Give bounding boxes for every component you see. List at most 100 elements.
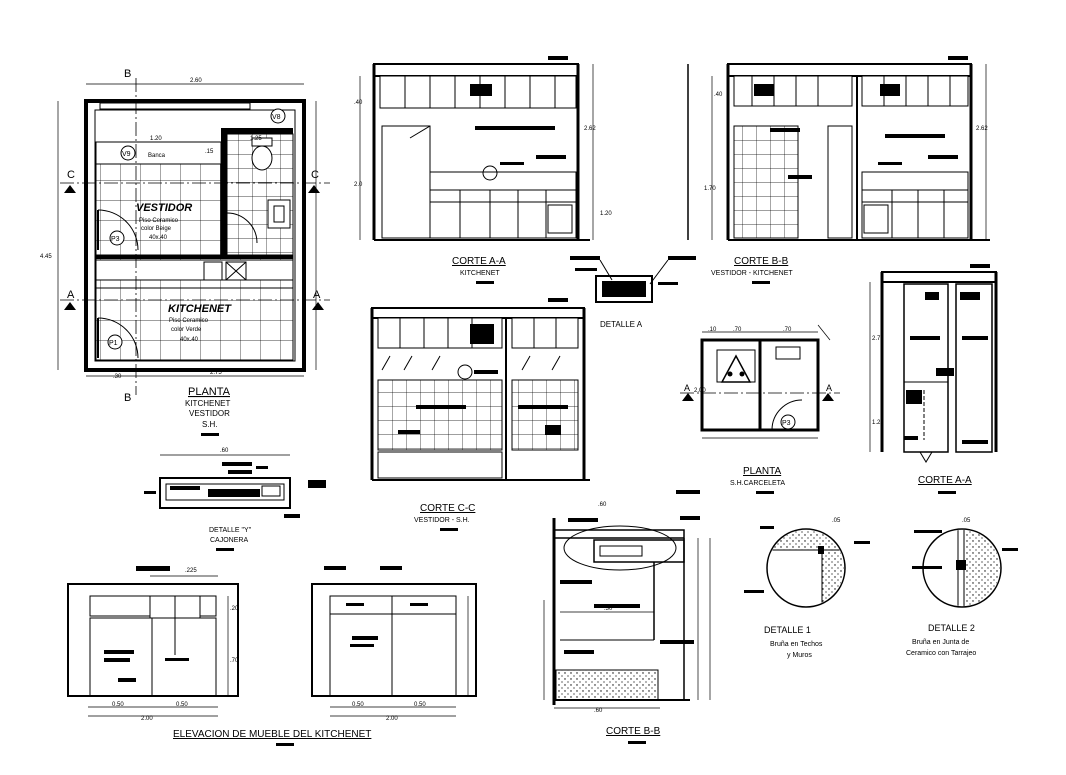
elevacion-dim-3: 2.00	[386, 716, 398, 722]
corte-bb-bottom-dim-3: .60	[594, 708, 603, 714]
elevacion-dim-4: 0.50	[112, 702, 124, 708]
detalle-2-line-1: Bruña en Junta de	[912, 639, 969, 646]
detalle-y-scale-bar	[216, 548, 234, 551]
label-banca: Banca	[148, 153, 166, 159]
planta-section-c-right: C	[311, 169, 319, 181]
detalle-y-drawing	[144, 454, 326, 518]
corte-cc-subtitle: VESTIDOR - S.H.	[414, 517, 470, 524]
elevacion-dim-8: .20	[230, 606, 239, 612]
planta-sh-title: PLANTA	[743, 466, 781, 477]
room-label-vestidor: VESTIDOR	[136, 202, 192, 214]
detalle-2-dim: .05	[962, 518, 971, 524]
elevacion-dim-7: 0.50	[414, 702, 426, 708]
planta-dim-1: .30	[113, 374, 122, 380]
kitchenet-floor-tiles	[95, 287, 294, 361]
planta-sh-dim-4: .70	[783, 327, 792, 333]
kitchenet-note-3: 40x.40	[180, 337, 199, 343]
corte-bb-bottom-dim-2: .30	[604, 606, 613, 612]
tag-p1	[107, 334, 123, 350]
tag-v8	[270, 108, 286, 124]
elevacion-dim-9: .70	[230, 658, 239, 664]
elevacion-scale-bar	[276, 743, 294, 746]
detalle-y-dim: .60	[220, 448, 229, 454]
detalle-y-title: DETALLE "Y"	[209, 527, 252, 534]
corte-aa-right-dim-1: 2.70	[872, 336, 884, 342]
planta-sh-tag-text: P3	[782, 420, 791, 427]
corte-aa-right-dim-2: 1.20	[872, 420, 884, 426]
corte-aa-dim-3: 2.62	[584, 126, 596, 132]
corte-bb-top-dim-2: 2.62	[976, 126, 988, 132]
planta-section-c-left: C	[67, 169, 75, 181]
corte-aa-right-drawing	[869, 264, 998, 463]
detalle-y-subtitle: CAJONERA	[210, 537, 248, 544]
planta-sh-section-left: A	[684, 383, 690, 393]
elevacion-dim-1: .225	[185, 568, 197, 574]
corte-bb-top-scale-bar	[752, 281, 770, 284]
corte-cc-drawing	[370, 298, 590, 481]
tag-v8-text: V8	[272, 114, 281, 121]
corte-bb-bottom-title: CORTE B-B	[606, 726, 661, 737]
detalle-1-dim: .05	[832, 518, 841, 524]
vestidor-note-3: 40x.40	[149, 235, 168, 241]
detalle-1-line-1: Bruña en Techos	[770, 641, 823, 648]
room-label-kitchenet: KITCHENET	[168, 303, 232, 315]
tag-p3-text: P3	[111, 236, 120, 243]
detalle-2-drawing	[912, 528, 1018, 608]
corte-bb-bottom-dim-1: .60	[598, 502, 607, 508]
corte-aa-subtitle: KITCHENET	[460, 270, 500, 277]
planta-subtitle-2: VESTIDOR	[189, 409, 230, 418]
corte-aa-scale-bar	[476, 281, 494, 284]
tag-p3	[109, 230, 125, 246]
planta-dim-4: .15	[205, 149, 214, 155]
planta-sh-scale-bar	[756, 491, 774, 494]
kitchenet-note-2: color Verde	[171, 327, 202, 333]
corte-bb-bottom-drawing	[543, 490, 711, 709]
vestidor-note-2: color Beige	[141, 226, 172, 232]
corte-aa-drawing	[359, 56, 594, 241]
elevacion-drawing	[67, 566, 477, 717]
planta-sh-tag	[780, 414, 796, 430]
detalle-a-drawing	[570, 256, 696, 303]
planta-sh-drawing	[680, 324, 840, 439]
planta-dim-3: 1.25	[250, 136, 262, 142]
elevacion-title: ELEVACION DE MUEBLE DEL KITCHENET	[173, 729, 371, 740]
planta-sh-dim-2: .70	[733, 327, 742, 333]
planta-dim-bottom: 2.75	[210, 370, 222, 376]
corte-bb-top-dim-1: .40	[714, 92, 723, 98]
corte-bb-top-subtitle: VESTIDOR - KITCHENET	[711, 270, 793, 277]
corte-bb-top-dim-3: 1.70	[704, 186, 716, 192]
corte-aa-dim-2: 2.0	[354, 182, 363, 188]
corte-cc-title: CORTE C-C	[420, 503, 475, 514]
elevacion-dim-5: 0.50	[176, 702, 188, 708]
planta-section-a-left: A	[67, 289, 75, 301]
planta-dim-left: 4.45	[40, 254, 52, 260]
planta-section-b-top: B	[124, 68, 131, 80]
detalle-a-title: DETALLE A	[600, 320, 643, 329]
corte-aa-right-title: CORTE A-A	[918, 475, 972, 486]
corte-aa-right-scale-bar	[938, 491, 956, 494]
tag-p1-text: P1	[109, 340, 118, 347]
planta-dim-top: 2.60	[190, 78, 202, 84]
planta-sh-section-right: A	[826, 383, 832, 393]
planta-sh-dim-3: 2.00	[694, 388, 706, 394]
tag-v9-text: V9	[122, 151, 131, 158]
planta-sh-subtitle: S.H.CARCELETA	[730, 480, 785, 487]
corte-bb-top-drawing	[687, 56, 990, 241]
corte-cc-scale-bar	[440, 528, 458, 531]
elevacion-dim-6: 0.50	[352, 702, 364, 708]
planta-subtitle-1: KITCHENET	[185, 399, 230, 408]
planta-subtitle-3: S.H.	[202, 420, 218, 429]
vestidor-note-1: Piso Ceramico	[139, 218, 179, 224]
detalle-2-title: DETALLE 2	[928, 623, 975, 633]
detalle-1-line-2: y Muros	[787, 652, 812, 659]
planta-sh-dim-1: .10	[708, 327, 717, 333]
planta-section-a-right: A	[313, 289, 321, 301]
planta-dim-2: 1.20	[150, 136, 162, 142]
detalle-1-drawing	[744, 526, 870, 608]
planta-title: PLANTA	[188, 386, 231, 398]
corte-aa-title: CORTE A-A	[452, 256, 506, 267]
planta-scale-bar	[201, 433, 219, 436]
planta-main-plan	[57, 78, 330, 395]
detalle-1-title: DETALLE 1	[764, 625, 811, 635]
